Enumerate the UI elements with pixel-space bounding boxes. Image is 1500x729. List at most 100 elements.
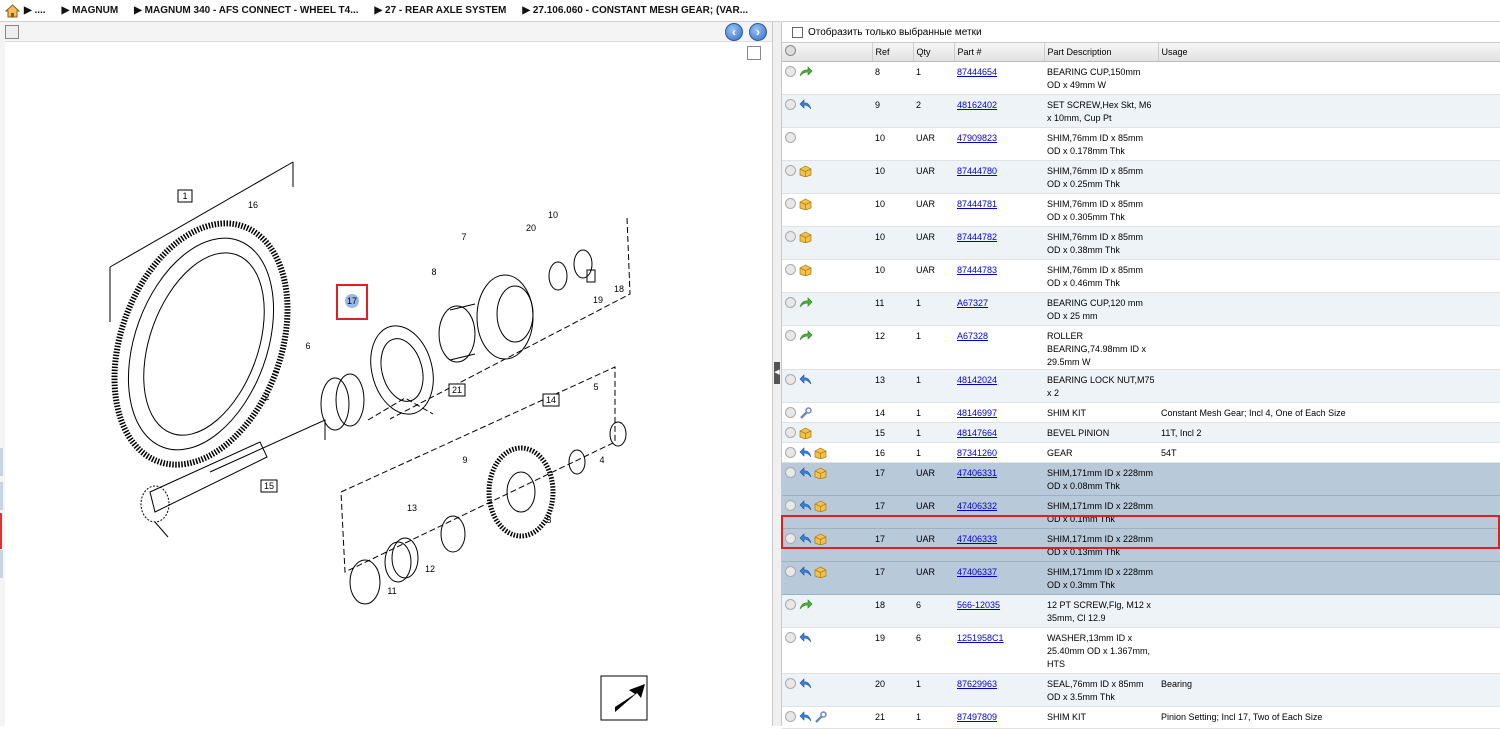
box-icon[interactable]	[814, 447, 827, 459]
expand-icon[interactable]	[785, 197, 796, 209]
blue-arrow-icon[interactable]	[799, 98, 812, 111]
breadcrumb-item[interactable]: ▶ ....	[24, 5, 46, 16]
part-number-link[interactable]: 87444654	[957, 66, 998, 77]
part-number-link[interactable]: 47406332	[957, 500, 998, 511]
breadcrumb-item[interactable]: ▶ 27.106.060 - CONSTANT MESH GEAR; (VAR.…	[522, 5, 749, 16]
box-icon[interactable]	[814, 467, 827, 479]
home-icon[interactable]	[5, 3, 20, 18]
green-arrow-icon[interactable]	[799, 598, 813, 611]
part-number-link[interactable]: 48146997	[957, 407, 998, 418]
breadcrumb-item[interactable]: ▶ MAGNUM	[61, 5, 119, 16]
expand-icon[interactable]	[785, 677, 796, 689]
expand-icon[interactable]	[785, 426, 796, 438]
green-arrow-icon[interactable]	[799, 329, 813, 342]
expand-icon[interactable]	[785, 532, 796, 544]
expand-icon[interactable]	[785, 230, 796, 242]
blue-arrow-icon[interactable]	[799, 631, 812, 644]
expand-icon[interactable]	[785, 131, 796, 143]
part-number-link[interactable]: 47406337	[957, 566, 998, 577]
blue-arrow-icon[interactable]	[799, 677, 812, 690]
part-number-link[interactable]: 87629963	[957, 678, 998, 689]
breadcrumb-item[interactable]: ▶ 27 - REAR AXLE SYSTEM	[374, 5, 507, 16]
collapse-icon[interactable]: ◀	[774, 362, 780, 384]
part-number-link[interactable]: 87497809	[957, 711, 998, 722]
part-number-link[interactable]: 47406331	[957, 467, 998, 478]
box-icon[interactable]	[814, 566, 827, 578]
box-icon[interactable]	[799, 198, 812, 210]
blue-arrow-icon[interactable]	[799, 446, 812, 459]
export-icon[interactable]	[5, 25, 19, 39]
part-number-link[interactable]: 87444781	[957, 198, 998, 209]
header-part[interactable]: Part #	[954, 43, 1045, 62]
part-number-link[interactable]: 47909823	[957, 132, 998, 143]
breadcrumb-item[interactable]: ▶ MAGNUM 340 - AFS CONNECT - WHEEL T4...	[134, 5, 359, 16]
box-icon[interactable]	[799, 427, 812, 439]
expand-icon[interactable]	[785, 329, 796, 341]
green-arrow-icon[interactable]	[799, 65, 813, 78]
expand-icon[interactable]	[785, 565, 796, 577]
part-number-link[interactable]: 87444782	[957, 231, 998, 242]
blue-arrow-icon[interactable]	[799, 499, 812, 512]
wrench-icon[interactable]	[799, 406, 812, 419]
box-icon[interactable]	[814, 500, 827, 512]
expand-icon[interactable]	[785, 631, 796, 643]
part-number-link[interactable]: 47406333	[957, 533, 998, 544]
blue-arrow-icon[interactable]	[799, 565, 812, 578]
part-number-link[interactable]: 87341260	[957, 447, 998, 458]
expand-icon[interactable]	[785, 499, 796, 511]
box-icon[interactable]	[814, 533, 827, 545]
part-number-link[interactable]: A67327	[957, 297, 989, 308]
expand-icon[interactable]	[785, 164, 796, 176]
part-number-link[interactable]: 566-12035	[957, 599, 1001, 610]
expand-icon[interactable]	[785, 296, 796, 308]
header-ref[interactable]: Ref	[872, 43, 914, 62]
expand-icon[interactable]	[785, 263, 796, 275]
expand-icon[interactable]	[785, 446, 796, 458]
next-arrow-icon[interactable]: ›	[749, 23, 767, 41]
expand-icon[interactable]	[785, 598, 796, 610]
expand-icon[interactable]	[785, 373, 796, 385]
part-number-link[interactable]: A67328	[957, 330, 989, 341]
expand-icon[interactable]	[785, 710, 796, 722]
part-number-link[interactable]: 1251958C1	[957, 632, 1004, 643]
box-icon[interactable]	[799, 231, 812, 243]
expand-icon[interactable]	[785, 98, 796, 110]
header-qty[interactable]: Qty	[913, 43, 955, 62]
part-number-link[interactable]: 48147664	[957, 427, 998, 438]
blue-arrow-icon[interactable]	[799, 710, 812, 723]
part-number-link[interactable]: 48142024	[957, 374, 998, 385]
part-number-link[interactable]: 87444780	[957, 165, 998, 176]
box-icon[interactable]	[799, 165, 812, 177]
blue-arrow-icon[interactable]	[799, 532, 812, 545]
blue-arrow-icon[interactable]	[799, 466, 812, 479]
header-select[interactable]	[782, 43, 873, 62]
show-selected-checkbox[interactable]	[792, 26, 803, 38]
zoom-box-icon[interactable]	[747, 46, 761, 60]
expand-icon[interactable]	[785, 466, 796, 478]
blue-arrow-icon[interactable]	[799, 373, 812, 386]
green-arrow-icon[interactable]	[799, 296, 813, 309]
expand-icon[interactable]	[785, 406, 796, 418]
box-icon[interactable]	[799, 264, 812, 276]
header-usage[interactable]: Usage	[1158, 43, 1500, 62]
